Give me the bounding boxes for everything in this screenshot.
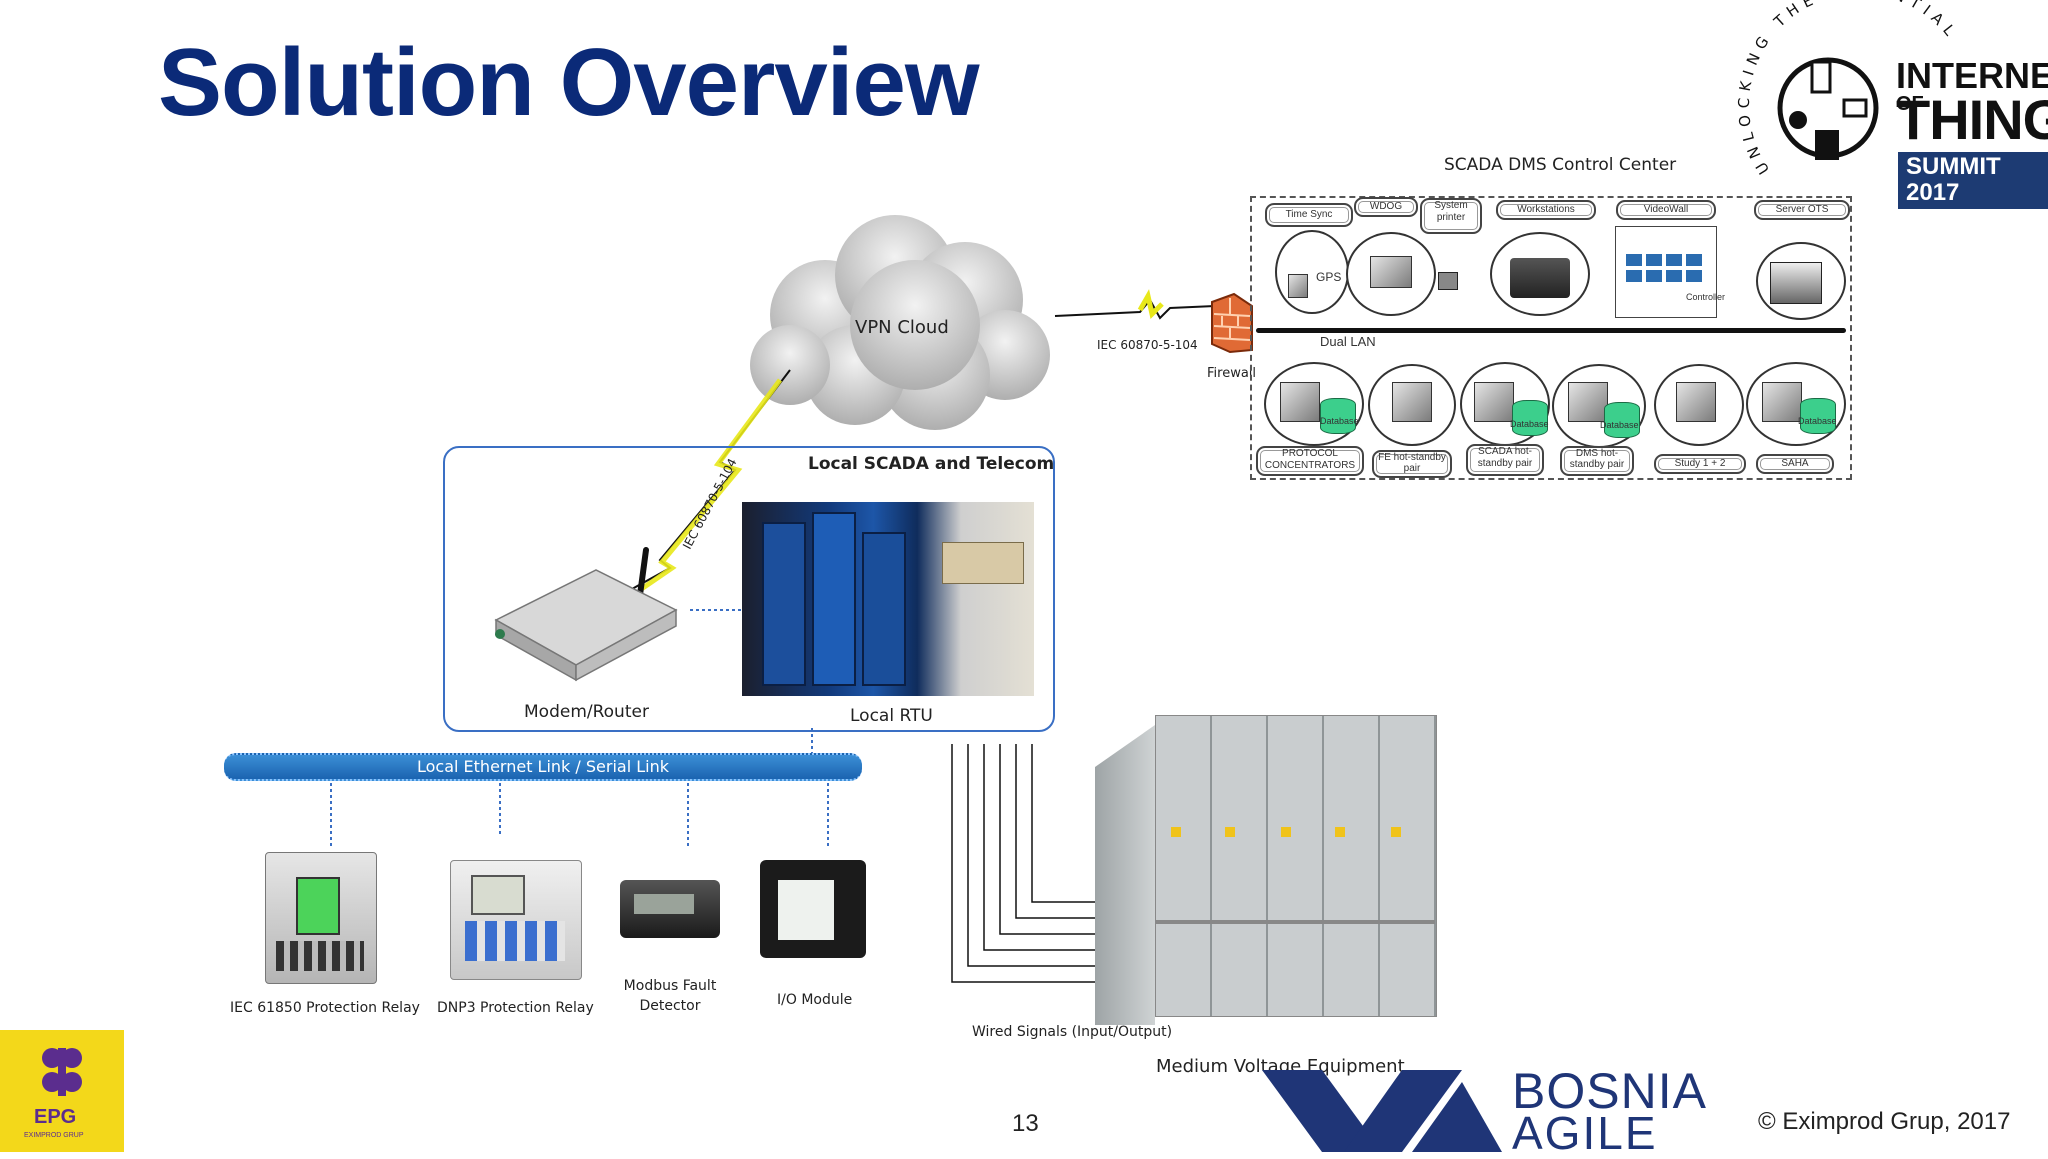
protocol-database-icon (1320, 398, 1356, 434)
copyright: © Eximprod Grup, 2017 (1758, 1108, 2011, 1135)
iot-year: 2017 (1906, 179, 1960, 207)
control-center-box (1250, 196, 1852, 480)
iot-internet: INTERNET (1896, 55, 2048, 96)
cc-study: Study 1 + 2 (1654, 454, 1746, 474)
iot-ring-icon: UNLOCKING THE POTENTIAL (1735, 0, 1956, 178)
iot-summit-logo: UNLOCKING THE POTENTIAL INTERNET OF THIN… (1720, 0, 2048, 209)
page-title: Solution Overview (158, 29, 980, 136)
iot-summit: SUMMIT (1906, 153, 2001, 180)
local-rtu-label: Local RTU (850, 706, 933, 726)
modem-router-icon (494, 547, 678, 682)
study-server-icon (1676, 382, 1716, 422)
bosnia-agile-line1: BOSNIA (1512, 1063, 1707, 1119)
epg-sub-text: EXIMPROD GRUP (24, 1132, 84, 1139)
scada-database-icon (1512, 400, 1548, 436)
modbus-fault-detector-icon (620, 880, 720, 938)
cloud-firewall-link (1054, 298, 1216, 320)
protocol-server-icon (1280, 382, 1320, 422)
cc-fe-pair: FE hot-standby pair (1372, 450, 1452, 478)
dnp3-relay-icon (450, 860, 582, 980)
local-rtu-photo (742, 502, 1034, 696)
iot-summit-badge: SUMMIT 2017 (1898, 152, 2048, 209)
device-label-modbus: Modbus Fault Detector (623, 978, 717, 1014)
dual-lan-label: Dual LAN (1320, 334, 1376, 349)
protocol-database-label: Database (1320, 416, 1359, 426)
cc-dms-pair: DMS hot-standby pair (1560, 446, 1634, 476)
lightning-cc-icon (1137, 289, 1164, 319)
videowall-icon (1626, 254, 1702, 282)
printer-icon (1438, 272, 1458, 290)
cc-videowall: VideoWall (1616, 200, 1716, 220)
lightning-rtu-icon (638, 378, 783, 593)
workstation-icon (1510, 258, 1570, 298)
epg-mark-text: EPG (34, 1106, 77, 1128)
local-scada-title: Local SCADA and Telecom (808, 454, 1055, 474)
saha-database-icon (1800, 398, 1836, 434)
wired-signals-label: Wired Signals (Input/Output) (972, 1024, 1173, 1040)
firewall-label: Firewall (1207, 366, 1257, 381)
scada-database-label: Database (1510, 419, 1549, 429)
gps-antenna-icon (1288, 274, 1308, 298)
cc-title: SCADA DMS Control Center (1444, 155, 1677, 175)
local-scada-box (443, 446, 1055, 732)
scada-server-icon (1474, 382, 1514, 422)
cc-protocol-concentrators: PROTOCOL CONCENTRATORS (1256, 446, 1364, 476)
dual-lan-bus (1256, 328, 1846, 333)
device-label-dnp3: DNP3 Protection Relay (437, 1000, 594, 1016)
ethernet-link-bar: Local Ethernet Link / Serial Link (224, 753, 862, 781)
cc-workstations: Workstations (1496, 200, 1596, 220)
cc-gps-label: GPS (1316, 270, 1342, 284)
bosnia-agile-mark-icon (1262, 1070, 1502, 1152)
cc-system-printer: System printer (1420, 198, 1482, 234)
iot-of: OF (1896, 93, 1924, 115)
iec61850-relay-icon (265, 852, 377, 984)
cc-time-sync: Time Sync (1265, 203, 1353, 227)
cc-server-ots: Server OTS (1754, 200, 1850, 220)
mv-equipment-photo (1095, 705, 1440, 1027)
cc-protocol-label: IEC 60870-5-104 (1097, 338, 1198, 352)
cc-scada-pair: SCADA hot-standby pair (1466, 444, 1544, 476)
saha-database-label: Database (1798, 416, 1837, 426)
io-module-icon (760, 860, 866, 958)
bosnia-agile-line2: AGILE (1512, 1107, 1658, 1159)
epg-logo: EPG EXIMPROD GRUP (0, 1030, 124, 1152)
wdog-server-icon (1370, 256, 1412, 288)
dms-database-icon (1604, 402, 1640, 438)
page-number: 13 (1012, 1110, 1039, 1137)
modem-router-label: Modem/Router (524, 702, 649, 722)
vpn-cloud-label: VPN Cloud (855, 317, 949, 338)
device-label-iec61850: IEC 61850 Protection Relay (230, 1000, 420, 1016)
saha-server-icon (1762, 382, 1802, 422)
vpn-cloud-icon (750, 215, 1050, 430)
cc-wdog: WDOG (1354, 197, 1418, 217)
firewall-icon (1211, 292, 1253, 354)
epg-mark-icon (42, 1048, 82, 1096)
cc-controller-label: Controller (1686, 292, 1726, 302)
dms-database-label: Database (1600, 420, 1639, 430)
cc-saha: SAHA (1756, 454, 1834, 474)
fe-server-icon (1392, 382, 1432, 422)
device-label-io: I/O Module (777, 992, 853, 1008)
ots-server-icon (1770, 262, 1822, 304)
mv-equipment-label: Medium Voltage Equipment (1156, 1056, 1405, 1077)
dms-server-icon (1568, 382, 1608, 422)
